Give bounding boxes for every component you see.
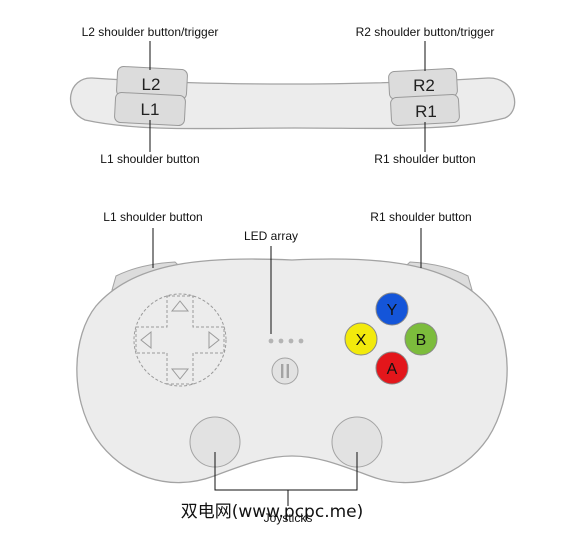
watermark-text: 双电网(www.pcpc.me)	[181, 502, 364, 522]
face-buttons: Y X B A	[344, 292, 438, 385]
pause-button-circle	[271, 357, 299, 385]
joysticks-callout: Joysticks	[264, 511, 313, 525]
dpad-left-arrow-icon	[140, 330, 152, 350]
l2-button-label: L2	[142, 75, 161, 94]
led-array	[268, 338, 304, 344]
front-view: Y X B A L1 shoulder button R1 shoulder b…	[76, 210, 508, 525]
a-button	[375, 351, 409, 385]
b-button-label: B	[416, 332, 427, 349]
y-button-label: Y	[387, 302, 398, 319]
l1-callout: L1 shoulder button	[100, 152, 199, 166]
dpad-up-arrow-icon	[170, 300, 190, 312]
y-button	[375, 292, 409, 326]
x-button	[344, 322, 378, 356]
led-3	[288, 338, 294, 344]
dpad	[133, 293, 227, 387]
front-r1-callout: R1 shoulder button	[370, 210, 471, 224]
led-array-callout: LED array	[244, 229, 298, 243]
dpad-cross	[135, 295, 225, 385]
front-l1-callout: L1 shoulder button	[103, 210, 202, 224]
joysticks-callout-bracket	[214, 452, 358, 491]
l2-callout: L2 shoulder button/trigger	[82, 25, 219, 39]
l1-button	[114, 91, 186, 127]
dpad-right-arrow-icon	[208, 330, 220, 350]
dpad-ring	[133, 293, 227, 387]
b-button	[404, 322, 438, 356]
dpad-down-arrow-icon	[170, 368, 190, 380]
a-button-label: A	[387, 361, 398, 378]
r2-callout: R2 shoulder button/trigger	[356, 25, 495, 39]
top-view: L2 L1 R2 R1 L2 shoulder button/trigger R…	[69, 25, 516, 166]
x-button-label: X	[356, 332, 367, 349]
l1-button-label: L1	[141, 100, 160, 119]
pause-icon	[281, 364, 289, 378]
led-4	[298, 338, 304, 344]
r1-button	[390, 94, 460, 126]
r1-callout: R1 shoulder button	[374, 152, 475, 166]
led-2	[278, 338, 284, 344]
r1-button-label: R1	[415, 102, 437, 121]
led-1	[268, 338, 274, 344]
pause-button	[271, 357, 299, 385]
r2-button-label: R2	[413, 76, 435, 95]
